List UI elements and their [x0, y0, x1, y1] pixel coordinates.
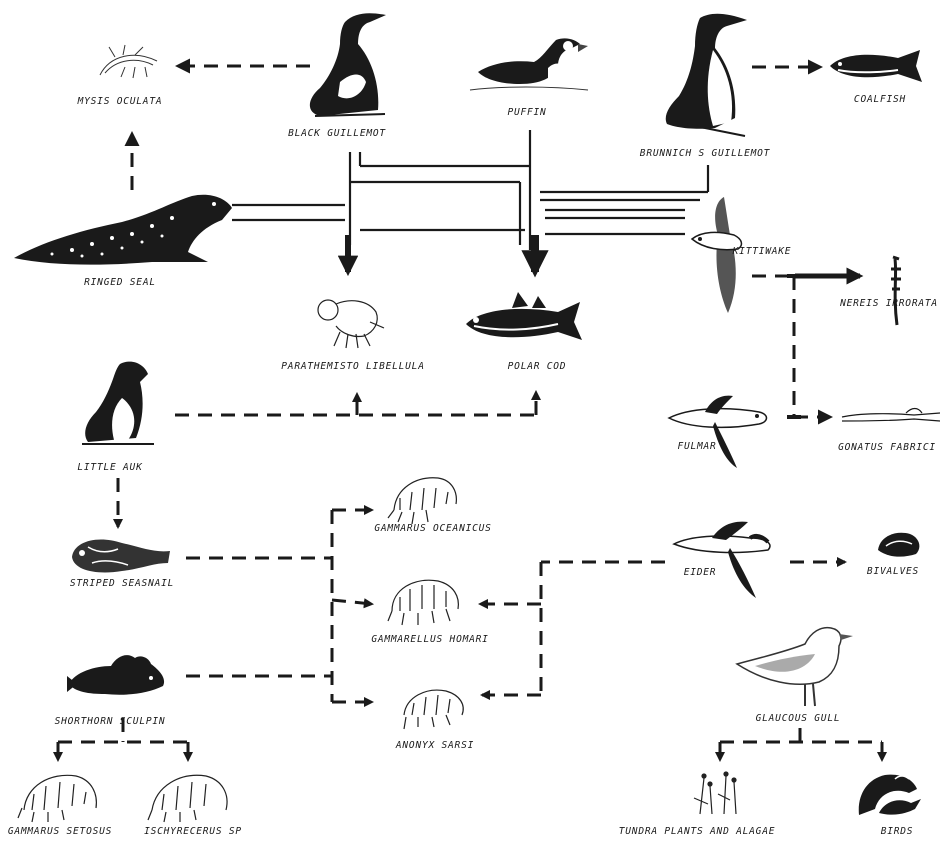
label-glaucous-gull: GLAUCOUS GULL [756, 713, 841, 724]
label-gammarus-setosus: GAMMARUS SETOSUS [8, 826, 112, 837]
label-nereis-irrorata: NEREIS IRRORATA [840, 298, 938, 309]
anonyx-amphipod-icon [404, 690, 463, 729]
label-shorthorn-sculpin: SHORTHORN SCULPIN [55, 716, 166, 727]
little-auk-bird-icon [82, 362, 154, 444]
eider-duck-icon [674, 522, 770, 598]
tundra-plants-icon [694, 772, 736, 814]
ischyrocerus-amphipod-icon [148, 775, 227, 822]
label-ischyrocerus-sp: ISCHYRECERUS SP [144, 826, 242, 837]
label-gammarus-oceanicus: GAMMARUS OCEANICUS [374, 523, 491, 534]
gammarellus-amphipod-icon [388, 580, 458, 625]
label-polar-cod: POLAR COD [508, 361, 567, 372]
ringed-seal-icon [14, 195, 232, 265]
gonatus-squid-icon [842, 409, 940, 422]
label-black-guillemot: BLACK GUILLEMOT [288, 128, 386, 139]
label-coalfish: COALFISH [854, 94, 906, 105]
label-eider: EIDER [684, 567, 717, 578]
label-kittiwake: KITTIWAKE [733, 246, 792, 257]
black-guillemot-bird-icon [310, 13, 386, 116]
label-brunnich-guillemot: BRUNNICH S GUILLEMOT [640, 148, 770, 159]
label-ringed-seal: RINGED SEAL [84, 277, 156, 288]
label-bivalves: BIVALVES [867, 566, 919, 577]
gammarus-oceanicus-amphipod-icon [388, 478, 456, 524]
brunnich-guillemot-bird-icon [666, 14, 747, 136]
coalfish-icon [830, 50, 922, 82]
glaucous-gull-bird-icon [737, 628, 853, 706]
label-little-auk: LITTLE AUK [77, 462, 142, 473]
label-parathemisto-libellula: PARATHEMISTO LIBELLULA [281, 361, 424, 372]
label-tundra-plants: TUNDRA PLANTS AND ALAGAE [619, 826, 775, 837]
parathemisto-amphipod-icon [318, 300, 384, 348]
gammarus-setosus-amphipod-icon [18, 775, 96, 822]
label-birds: BIRDS [881, 826, 914, 837]
striped-seasnail-fish-icon [72, 539, 170, 572]
fulmar-bird-icon [669, 396, 767, 468]
nereis-worm-icon [891, 257, 901, 325]
label-striped-seasnail: STRIPED SEASNAIL [70, 578, 174, 589]
bivalve-shell-icon [878, 533, 919, 557]
polar-cod-icon [466, 292, 582, 340]
label-anonyx-sarsi: ANONYX SARSI [396, 740, 474, 751]
edge-to-gammarellus-homari [332, 600, 372, 604]
shorthorn-sculpin-fish-icon [67, 655, 164, 695]
label-mysis-oculata: MYSIS OCULATA [78, 96, 163, 107]
label-fulmar: FULMAR [677, 441, 716, 452]
label-gammarellus-homari: GAMMARELLUS HOMARI [371, 634, 488, 645]
label-puffin: PUFFIN [507, 107, 546, 118]
mysis-shrimp-icon [100, 45, 157, 78]
birds-icon [859, 775, 921, 815]
label-gonatus-fabrici: GONATUS FABRICI [838, 442, 936, 453]
puffin-bird-icon [470, 38, 588, 90]
